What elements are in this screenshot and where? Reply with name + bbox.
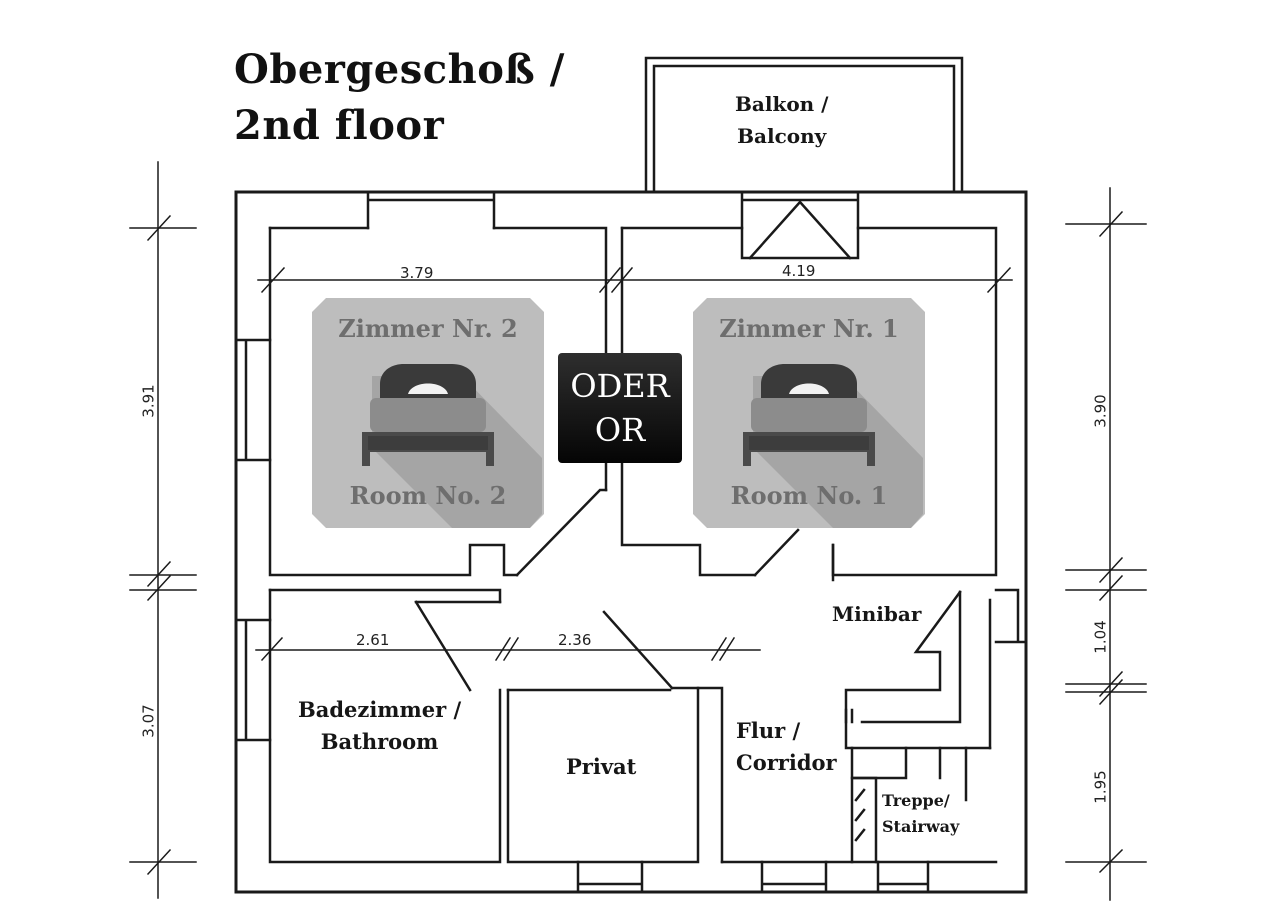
room-2-card[interactable]: Zimmer Nr. 2 Room No. 2 <box>312 298 544 528</box>
dim-right-upper: 3.90 <box>1091 394 1110 428</box>
dim-bathroom-width: 2.61 <box>356 631 390 649</box>
outer-walls <box>234 190 1028 894</box>
balcony-label: Balkon / Balcony <box>735 92 829 148</box>
dim-room-1-width: 4.19 <box>782 262 816 280</box>
or-text: OR <box>594 411 646 449</box>
dim-right-middle: 1.04 <box>1091 620 1110 654</box>
title-line-1: Obergeschoß / <box>234 46 565 93</box>
dim-right-lower: 1.95 <box>1091 770 1110 804</box>
balcony-outline <box>644 56 964 194</box>
oder-text: ODER <box>570 367 670 405</box>
oder-badge: ODER OR <box>558 353 682 463</box>
privat-label: Privat <box>566 754 637 779</box>
room-2-name-en: Room No. 2 <box>349 481 507 510</box>
inner-wall-lines <box>234 190 1028 894</box>
room-2-name-de: Zimmer Nr. 2 <box>338 314 518 343</box>
stairway-label: Treppe/ Stairway <box>882 791 960 836</box>
dim-left-lower: 3.07 <box>139 704 158 738</box>
room-1-name-en: Room No. 1 <box>730 481 888 510</box>
dim-room-2-width: 3.79 <box>400 264 434 282</box>
room-1-card[interactable]: Zimmer Nr. 1 Room No. 1 <box>693 298 925 528</box>
page-title: Obergeschoß / 2nd floor <box>234 42 565 154</box>
minibar-label: Minibar <box>832 602 922 626</box>
bed-icon <box>743 364 923 528</box>
room-1-name-de: Zimmer Nr. 1 <box>719 314 899 343</box>
dim-left-upper: 3.91 <box>139 384 158 418</box>
dimension-lines <box>129 161 1147 901</box>
bed-icon <box>362 364 542 528</box>
title-line-2: 2nd floor <box>234 102 445 149</box>
bathroom-label: Badezimmer / Bathroom <box>298 697 462 754</box>
dim-privat-width: 2.36 <box>558 631 592 649</box>
corridor-label: Flur / Corridor <box>736 718 837 775</box>
